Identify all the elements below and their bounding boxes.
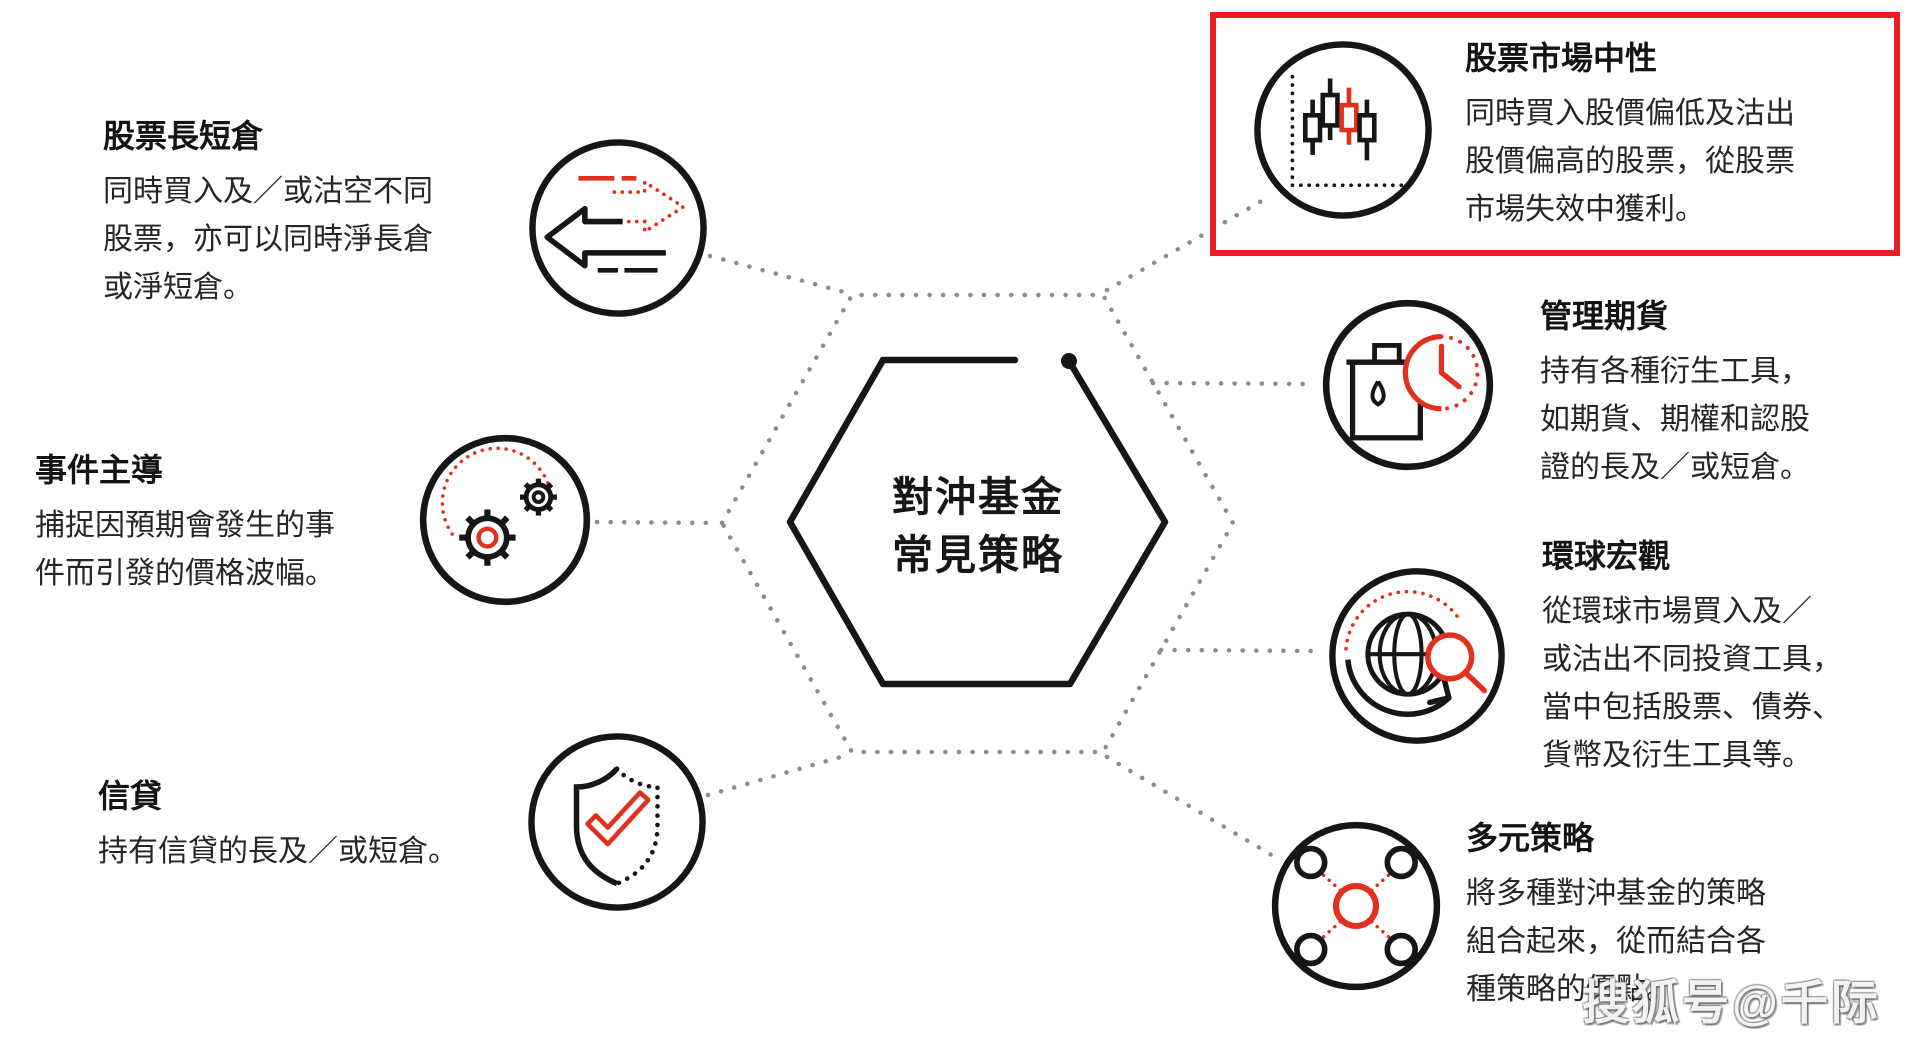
large-gear <box>459 509 516 566</box>
strategy-body: 捕捉因預期會發生的事 件而引發的價格波幅。 <box>35 509 335 590</box>
connector-multi-strategy <box>1104 754 1283 863</box>
strategy-title: 股票長短倉 <box>103 118 264 154</box>
hexagon-accent-dot <box>1061 353 1077 369</box>
dotted-arc <box>440 446 551 536</box>
strategy-title: 信貸 <box>98 778 163 814</box>
strategy-global-macro: 環球宏觀 從環球市場買入及／ 或沽出不同投資工具， 當中包括股票、債券、 貨幣及… <box>1542 534 1920 780</box>
dotted-arc <box>1344 589 1461 651</box>
strategy-multi-strategy: 多元策略 將多種對沖基金的策略 組合起來，從而結合各 種策略的優點。 <box>1466 816 1906 1014</box>
connector-equity-long-short <box>707 253 851 296</box>
clock <box>1402 333 1480 412</box>
connector-equity-market-neutral <box>1104 192 1275 293</box>
strategy-event-driven: 事件主導 捕捉因預期會發生的事 件而引發的價格波幅。 <box>35 448 455 598</box>
satellite-nodes <box>1294 845 1418 967</box>
candlestick-chart-icon <box>1254 41 1432 219</box>
strategy-equity-long-short: 股票長短倉 同時買入及／或沽空不同 股票，亦可以同時淨長倉 或淨短倉。 <box>103 114 523 312</box>
shield-right-dotted <box>614 766 660 886</box>
connector-event-driven <box>594 519 719 526</box>
strategy-body: 將多種對沖基金的策略 組合起來，從而結合各 種策略的優點。 <box>1466 877 1766 1006</box>
highlight-box <box>1210 12 1900 256</box>
hub-node <box>1332 882 1380 930</box>
rotation-arrow <box>1345 659 1452 717</box>
strategy-title: 股票市場中性 <box>1465 40 1658 76</box>
center-hexagon <box>786 356 1169 688</box>
check-mark <box>585 790 651 847</box>
strategy-body: 同時買入及／或沽空不同 股票，亦可以同時淨長倉 或淨短倉。 <box>103 175 433 304</box>
strategy-title: 管理期貨 <box>1540 298 1669 334</box>
oil-barrel-clock-icon <box>1322 299 1494 471</box>
dotted-right-arrow <box>612 178 687 236</box>
globe-magnifier-icon <box>1329 568 1505 744</box>
dotted-hexagon <box>719 292 1236 755</box>
connector-global-macro <box>1158 647 1323 654</box>
small-gear <box>519 478 557 516</box>
connector-credit <box>705 752 851 798</box>
watermark: 搜狐号@千际咨询 <box>1582 976 1881 1029</box>
strategy-title: 環球宏觀 <box>1542 538 1671 574</box>
shield-left <box>573 766 620 887</box>
left-arrow <box>544 205 666 269</box>
strategy-equity-market-neutral: 股票市場中性 同時買入股價偏低及沽出 股價偏高的股票，從股票 市場失效中獲利。 <box>1465 36 1895 234</box>
strategy-title: 事件主導 <box>35 452 164 488</box>
shield-check-icon <box>528 733 706 911</box>
strategy-credit: 信貸 持有信貸的長及／或短倉。 <box>98 774 558 876</box>
strategy-managed-futures: 管理期貨 持有各種衍生工具， 如期貨、期權和認股 證的長及／或短倉。 <box>1540 294 1920 492</box>
dotted-connector-web <box>594 192 1323 863</box>
gear-hub <box>476 526 499 549</box>
network-nodes-icon <box>1271 821 1441 991</box>
strategy-body: 同時買入股價偏低及沽出 股價偏高的股票，從股票 市場失效中獲利。 <box>1465 97 1795 226</box>
candles <box>1302 78 1377 161</box>
gears-icon <box>419 434 591 606</box>
strategy-body: 從環球市場買入及／ 或沽出不同投資工具， 當中包括股票、債券、 貨幣及衍生工具等… <box>1542 595 1842 772</box>
strategy-body: 持有各種衍生工具， 如期貨、期權和認股 證的長及／或短倉。 <box>1540 355 1810 484</box>
strategy-title: 多元策略 <box>1466 820 1595 856</box>
connector-managed-futures <box>1150 380 1319 387</box>
long-short-arrows-icon <box>529 139 707 317</box>
center-title: 對沖基金 常見策略 <box>892 474 1064 578</box>
magnifier <box>1425 632 1488 694</box>
strategy-body: 持有信貸的長及／或短倉。 <box>98 835 458 868</box>
